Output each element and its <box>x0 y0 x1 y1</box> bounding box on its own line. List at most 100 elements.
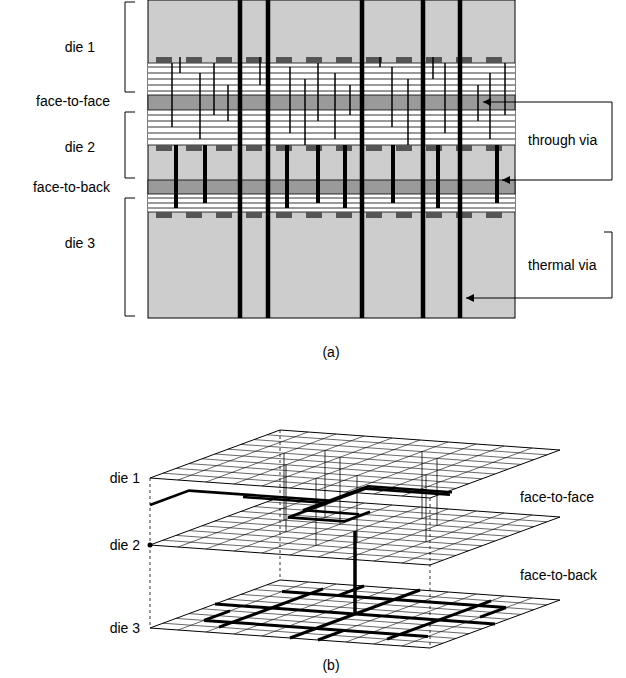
wire <box>477 85 479 121</box>
device <box>366 212 382 218</box>
device <box>366 145 382 151</box>
grid-line <box>215 454 495 474</box>
grid-line <box>228 516 508 536</box>
thermal-via <box>458 0 463 318</box>
device <box>306 57 322 63</box>
grid-line <box>374 446 504 494</box>
device <box>156 57 172 63</box>
grid-line <box>228 449 508 469</box>
through-via <box>285 145 289 208</box>
wire <box>489 73 491 139</box>
grid-line <box>241 511 521 531</box>
device <box>336 212 352 218</box>
die-label: die 3 <box>65 235 95 251</box>
grid-line <box>241 444 521 464</box>
guide-line <box>150 478 151 628</box>
wire <box>432 57 434 79</box>
power-grid <box>318 630 344 640</box>
device <box>186 145 202 151</box>
via-link <box>422 452 423 519</box>
through-via <box>391 145 395 203</box>
device <box>186 57 202 63</box>
grid-line <box>267 435 547 455</box>
routed-net <box>243 489 450 503</box>
grid-line <box>402 448 532 496</box>
through-via <box>316 145 320 203</box>
through-via <box>436 145 440 208</box>
thermal-via <box>421 0 426 318</box>
leader-arrow <box>502 180 612 181</box>
through-via <box>203 145 207 203</box>
guide-line <box>430 498 431 648</box>
power-grid <box>387 601 491 639</box>
routed-net <box>288 503 370 521</box>
thermal-via <box>266 0 271 318</box>
grid-line <box>254 440 534 460</box>
wire <box>504 63 506 115</box>
die-plane <box>150 497 560 565</box>
panel-label: (a) <box>322 344 339 360</box>
bond-label: face-to-face <box>36 93 110 109</box>
die-bracket <box>125 2 135 92</box>
device <box>336 57 352 63</box>
device <box>276 145 292 151</box>
device <box>216 212 232 218</box>
guide-line <box>280 430 281 580</box>
device <box>156 212 172 218</box>
device <box>216 57 232 63</box>
leader-arrow <box>466 298 612 299</box>
device <box>186 212 202 218</box>
die-bracket <box>125 112 135 178</box>
device <box>396 57 412 63</box>
cross-section <box>148 0 515 318</box>
grid-line <box>374 513 504 561</box>
through-via <box>495 145 499 203</box>
through-via <box>343 145 347 208</box>
die-label: die 2 <box>110 537 140 553</box>
power-grid <box>338 586 364 596</box>
wire <box>349 85 351 115</box>
power-grid <box>480 608 506 618</box>
wire <box>304 79 306 145</box>
die-label: die 2 <box>65 139 95 155</box>
wire <box>407 79 409 145</box>
wire <box>227 85 229 121</box>
thermal-via <box>238 0 243 318</box>
device <box>396 212 412 218</box>
stack-3d-view <box>148 430 561 648</box>
device <box>216 145 232 151</box>
wire <box>179 57 181 73</box>
panel-label: (b) <box>322 657 339 673</box>
via-link <box>284 453 285 520</box>
device <box>276 212 292 218</box>
device <box>426 57 442 63</box>
callout-label: through via <box>528 132 597 148</box>
grid-line <box>318 509 448 557</box>
die-bracket <box>125 198 135 316</box>
grid-line <box>402 515 532 563</box>
corner-dot <box>148 543 153 548</box>
callout-bracket <box>604 232 612 298</box>
grid-line <box>254 507 534 527</box>
wire <box>171 63 173 127</box>
device <box>156 145 172 151</box>
via-link <box>357 476 358 543</box>
wire <box>391 67 393 127</box>
via-link <box>325 450 326 517</box>
substrate <box>148 0 515 318</box>
wire <box>259 57 261 85</box>
bond-label: face-to-back <box>520 567 597 583</box>
device <box>246 212 262 218</box>
grid-line <box>318 442 448 490</box>
grid-line <box>346 444 476 492</box>
wire <box>334 73 336 139</box>
device <box>246 145 262 151</box>
device <box>486 57 502 63</box>
wire <box>379 57 381 67</box>
power-grid <box>219 589 323 627</box>
device <box>486 212 502 218</box>
wire <box>199 73 201 139</box>
callout-bracket <box>612 102 613 180</box>
grid-line <box>346 511 476 559</box>
device <box>396 145 412 151</box>
